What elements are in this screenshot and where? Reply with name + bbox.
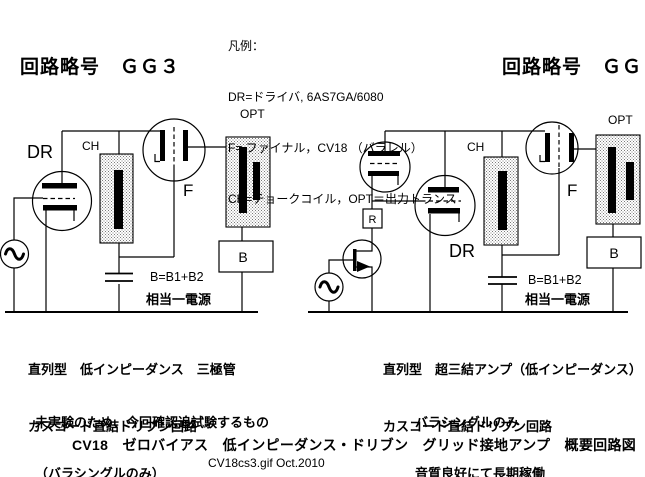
- gg3-circuit: DR CH F OPT B B=B1+B2 相当一電源: [0, 107, 274, 313]
- gg3-b-label: B: [238, 249, 247, 265]
- gg4-fet-arrow-icon: [357, 261, 370, 272]
- gg3-dr-envelope: [31, 170, 93, 232]
- gg3-dr-tube: [31, 170, 93, 232]
- gg3-f-label: F: [183, 181, 193, 200]
- gg4-dr-envelope: [414, 174, 476, 237]
- gg3-opt-body: [225, 136, 271, 228]
- gg4-input-wire: [328, 259, 353, 273]
- gg4-circuit: DR R CH F OPT B B=B1+B2 相当一電源: [308, 113, 642, 313]
- gg4-upper-plate: [368, 151, 400, 156]
- gg4-signal-source: [314, 272, 344, 302]
- gg3-b-note-label: 相当一電源: [146, 292, 211, 307]
- gg4-note-line1: バラシングルのみ: [415, 415, 519, 430]
- gg4-note-line2: 音質良好にて長期稼働: [415, 466, 546, 477]
- gg3-b-formula-label: B=B1+B2: [150, 270, 204, 284]
- gg4-f-label: F: [567, 181, 577, 200]
- gg4-upper-cathode: [368, 171, 399, 176]
- gg4-opt-primary: [608, 147, 616, 213]
- gg4-b-label: B: [609, 245, 618, 261]
- legend-line-dr: DR=ドライバ, 6AS7GA/6080: [228, 90, 384, 104]
- gg4-fet: [342, 239, 382, 279]
- gg3-dr-cathode: [43, 205, 77, 211]
- gg4-description: 直列型 超三結アンプ（低インピーダンス） カスコード直結ドリブン回路: [383, 322, 642, 474]
- gg4-f-cathode-foot: [539, 155, 545, 163]
- gg4-dr-cathode: [428, 208, 460, 214]
- gg3-source-circle: [0, 239, 30, 269]
- gg3-ch-label: CH: [82, 139, 99, 153]
- gg3-title: 回路略号 ＧＧ３: [20, 57, 181, 78]
- gg3-note-line1: 未実験のため、今回確認追試験するもの: [35, 415, 270, 430]
- gg4-fet-channel: [353, 249, 357, 271]
- gg4-opt-secondary: [626, 162, 634, 200]
- gg4-choke: [483, 156, 519, 246]
- gg3-input-wire: [13, 197, 43, 240]
- gg3-sine-wave-icon: [4, 247, 25, 261]
- gg4-b-supply-box: [586, 236, 642, 269]
- gg3-choke: [99, 153, 134, 244]
- gg3-choke-core: [114, 170, 123, 229]
- gg4-b-formula-label: B=B1+B2: [528, 273, 582, 287]
- gg3-opt-primary: [239, 147, 247, 213]
- gg4-f-cathode: [545, 133, 550, 162]
- gg4-dr-plate: [428, 187, 459, 193]
- gg3-dr-label: DR: [27, 142, 53, 162]
- gg3-final-tube: [142, 118, 206, 182]
- gg3-note-line2: （バラシングルのみ）: [35, 466, 165, 477]
- gg4-fet-source-lead: [356, 266, 373, 312]
- gg4-r-label: R: [369, 214, 377, 226]
- gg4-opt-label: OPT: [608, 113, 633, 127]
- gg4-opt-transformer: [595, 134, 641, 225]
- gg4-fet-envelope: [342, 239, 382, 279]
- legend-line-ch-opt: CH=チョークコイル，OPT＝出力トランス: [228, 192, 457, 206]
- gg4-f-plate: [569, 133, 574, 162]
- gg4-upper-envelope: [359, 141, 411, 193]
- gg3-desc-line2: カスコード直結ドリブン回路: [28, 419, 198, 434]
- gg3-note: 未実験のため、今回確認追試験するもの （バラシングルのみ）: [35, 380, 269, 477]
- gg4-sine-wave-icon: [318, 280, 340, 294]
- gg3-f-cathode: [160, 130, 165, 161]
- legend-line-f: F= ファイナル，CV18 （バラレル）: [228, 141, 423, 155]
- legend-block: 凡例： DR=ドライバ, 6AS7GA/6080 F= ファイナル，CV18 （…: [228, 4, 457, 242]
- gg4-source-circle: [314, 272, 344, 302]
- gg4-resistor-box: [362, 208, 383, 229]
- gg4-desc-line2: カスコード直結ドリブン回路: [383, 419, 553, 434]
- gg3-f-plate: [183, 130, 188, 161]
- gg3-opt-label: OPT: [240, 107, 265, 121]
- gg4-desc-line1: 直列型 超三結アンプ（低インピーダンス）: [383, 362, 642, 377]
- gg4-capacitor: [488, 276, 517, 285]
- gg4-note: バラシングルのみ 音質良好にて長期稼働: [415, 380, 545, 477]
- gg3-desc-line1: 直列型 低インピーダンス 三極管: [28, 362, 236, 377]
- gg3-capacitor: [105, 272, 133, 282]
- gg4-b-note-label: 相当一電源: [525, 292, 590, 307]
- gg3-f-envelope: [142, 118, 206, 182]
- gg3-b-supply-box: [218, 240, 274, 273]
- gg3-opt-secondary: [253, 162, 260, 200]
- gg3-signal-source: [0, 239, 30, 269]
- gg4-f-envelope: [525, 121, 579, 175]
- gg3-opt-transformer: [225, 136, 271, 228]
- gg4-dr-tube: [414, 174, 476, 237]
- gg4-fet-drain-lead: [356, 228, 373, 252]
- legend-title: 凡例：: [228, 39, 265, 53]
- page-title: CV18 ゼロバイアス 低インピーダンス・ドリブン グリッド接地アンプ 概要回路…: [72, 437, 637, 453]
- file-name-label: CV18cs3.gif Oct.2010: [208, 456, 325, 470]
- gg4-ch-label: CH: [467, 140, 484, 154]
- gg3-dr-plate: [42, 183, 77, 189]
- gg4-choke-core: [498, 171, 507, 230]
- gg4-upper-tube: [359, 141, 411, 193]
- gg4-final-tube: [525, 121, 579, 175]
- gg3-f-cathode-foot: [154, 154, 160, 163]
- gg3-description: 直列型 低インピーダンス 三極管 カスコード直結ドリブン回路: [28, 322, 236, 474]
- gg4-dr-label: DR: [449, 241, 475, 261]
- gg4-title: 回路略号 ＧＧ４: [502, 57, 645, 78]
